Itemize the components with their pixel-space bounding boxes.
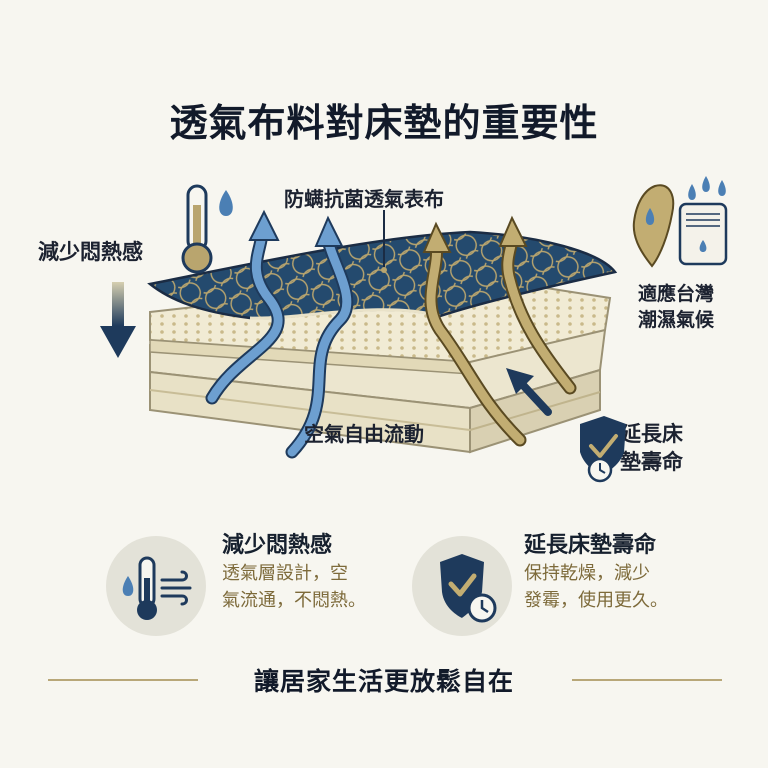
climate-label-line1: 適應台灣 bbox=[638, 283, 715, 305]
climate-label: 適應台灣 潮濕氣候 bbox=[638, 282, 714, 333]
card2-desc: 保持乾燥，減少 發霉，使用更久。 bbox=[524, 560, 668, 614]
fabric-label: 防螨抗菌透氣表布 bbox=[284, 187, 444, 211]
card2-icon bbox=[440, 554, 497, 623]
left-feature-label: 減少悶熱感 bbox=[38, 240, 143, 264]
lifespan-label-line2: 墊壽命 bbox=[620, 450, 683, 475]
card1-desc-line1: 透氣層設計，空 bbox=[222, 563, 348, 584]
page-title: 透氣布料對床墊的重要性 bbox=[169, 101, 599, 145]
card2-icon-circle bbox=[412, 536, 512, 636]
footer-rule-right bbox=[572, 679, 722, 681]
card1-desc: 透氣層設計，空 氣流通，不悶熱。 bbox=[222, 560, 366, 614]
airflow-arrows-blue bbox=[205, 209, 354, 459]
lifespan-arrow bbox=[506, 368, 552, 416]
dehumidifier-icon bbox=[678, 202, 728, 266]
airflow-arrows-gold bbox=[422, 215, 577, 447]
footer-rule-left bbox=[48, 679, 198, 681]
clock-icon bbox=[467, 593, 497, 623]
climate-label-line2: 潮濕氣候 bbox=[638, 308, 715, 331]
shield-check-icon bbox=[580, 416, 626, 476]
wind-icon bbox=[160, 570, 192, 606]
card1-desc-line2: 氣流通，不悶熱。 bbox=[222, 590, 366, 611]
clock-icon bbox=[587, 457, 613, 483]
water-drop-icon bbox=[122, 576, 134, 596]
card1-icon bbox=[122, 556, 192, 620]
thermometer-icon bbox=[181, 184, 213, 274]
card2-desc-line1: 保持乾燥，減少 bbox=[524, 563, 650, 584]
footer-tagline: 讓居家生活更放鬆自在 bbox=[253, 667, 514, 696]
card2-title: 延長床墊壽命 bbox=[524, 533, 657, 558]
thermometer-icon bbox=[137, 556, 157, 620]
airflow-label: 空氣自由流動 bbox=[304, 422, 424, 446]
lifespan-label: 延長床 墊壽命 bbox=[620, 420, 683, 477]
down-arrow-icon bbox=[100, 282, 136, 358]
taiwan-map-icon bbox=[632, 184, 675, 268]
card1-title: 減少悶熱感 bbox=[222, 533, 333, 558]
water-drop-icon bbox=[219, 190, 233, 216]
card2-desc-line2: 發霉，使用更久。 bbox=[524, 590, 668, 611]
card1-icon-circle bbox=[106, 536, 206, 636]
lifespan-label-line1: 延長床 bbox=[620, 422, 683, 446]
